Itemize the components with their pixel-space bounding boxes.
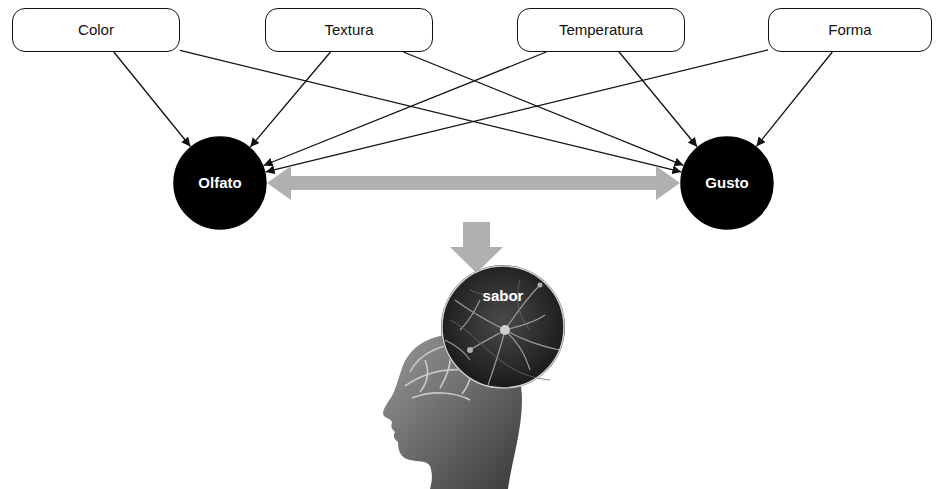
double-arrow: [267, 166, 680, 200]
circle-label: Gusto: [705, 174, 748, 191]
circle-shape: [681, 137, 773, 229]
box-label: Temperatura: [559, 21, 643, 38]
circle-label: sabor: [483, 287, 524, 304]
sense-circle: Gusto: [680, 136, 774, 230]
circle-shape: [174, 137, 266, 229]
box-label: Textura: [324, 21, 373, 38]
box-label: Forma: [828, 21, 871, 38]
arrow-line: [403, 52, 683, 165]
arrow-line: [619, 52, 697, 147]
neuron-image: [441, 265, 565, 389]
attribute-box: Forma: [768, 8, 932, 52]
attribute-box: Color: [12, 8, 180, 52]
box-label: Color: [78, 21, 114, 38]
arrow-line: [114, 52, 191, 146]
arrow-line: [756, 52, 832, 146]
down-arrow: [450, 222, 503, 273]
attribute-box: Temperatura: [517, 8, 685, 52]
circle-shape: [442, 266, 564, 388]
circle-label: Olfato: [198, 174, 241, 191]
arrow-line: [250, 52, 330, 147]
attribute-box: Textura: [265, 8, 433, 52]
sense-circle: Olfato: [173, 136, 267, 230]
circle-outline: [441, 265, 565, 389]
result-circle: sabor: [441, 265, 565, 389]
arrow-line: [264, 52, 547, 165]
